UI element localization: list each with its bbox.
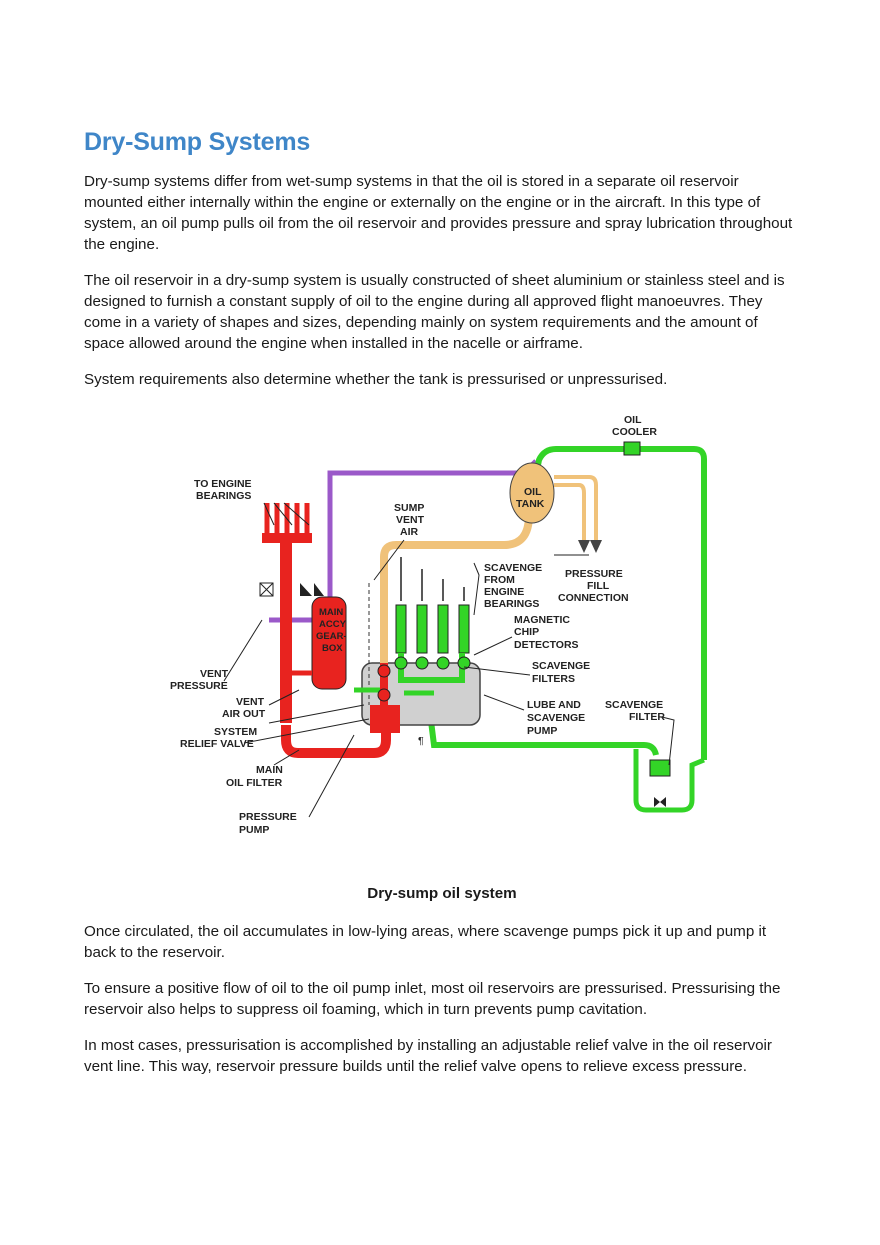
paragraph-1: Dry-sump systems differ from wet-sump sy… [84,173,793,253]
label-scavenge-from: SCAVENGE [484,562,542,574]
paragraph-2: The oil reservoir in a dry-sump system i… [84,272,785,352]
oil-tank [509,462,555,524]
label-pressure-fill: PRESSURE [565,568,623,580]
document-page: Dry-Sump Systems Dry-sump systems differ… [84,128,800,1092]
label-main-accy: MAIN [319,607,343,618]
paragraph-3: System requirements also determine wheth… [84,371,668,388]
paragraph-4: Once circulated, the oil accumulates in … [84,923,767,961]
label-vent-air-out-2: AIR OUT [222,708,266,720]
pump-triangle-icon [300,583,324,596]
label-magnetic-chip: MAGNETIC [514,614,570,626]
oil-cooler [623,441,641,456]
scavenge-filter [649,759,671,777]
label-main-accy-4: BOX [322,643,343,654]
tank-supply-line [380,514,533,705]
label-system-relief: SYSTEM [214,726,257,738]
label-pressure-fill-2: FILL [587,580,610,592]
label-to-engine-bearings-2: BEARINGS [196,490,251,502]
relief-valve-cross [259,582,274,597]
label-scavenge-from-2: FROM [484,574,515,586]
label-pressure-pump: PRESSURE [239,811,297,823]
label-main-oil-filter: MAIN [256,764,283,776]
pressure-fill-pipes [554,475,598,540]
label-pressure-fill-3: CONNECTION [558,592,629,604]
scavenge-arrows [400,557,465,601]
scavenge-connector [354,687,434,696]
scavenge-filter-loop [633,749,705,813]
pressure-fill-caps [578,540,602,553]
label-system-relief-2: RELIEF VALVE [180,738,254,750]
label-scavenge-from-3: ENGINE [484,586,524,598]
label-oil-cooler-2: COOLER [612,426,657,438]
label-oil-cooler: OIL [624,414,642,426]
label-sump-vent-air-2: VENT [396,514,425,526]
label-scavenge-filters-2: FILTERS [532,673,575,685]
paragraph-6: In most cases, pressurisation is accompl… [84,1037,772,1075]
diagram-svg: OIL COOLER TO ENGINE BEARINGS OIL TANK S… [170,414,707,836]
label-vent-pressure: VENT [200,668,229,680]
pressure-system [262,503,400,758]
label-scavenge-from-4: BEARINGS [484,598,539,610]
scavenge-outlet-line [426,704,659,756]
label-oil-tank: OIL [524,486,542,498]
page-title: Dry-Sump Systems [84,128,311,156]
label-to-engine-bearings: TO ENGINE [194,478,252,490]
label-main-accy-2: ACCY [319,619,347,630]
label-lube-pump: LUBE AND [527,699,581,711]
dry-sump-diagram: OIL COOLER TO ENGINE BEARINGS OIL TANK S… [84,405,800,861]
label-scavenge-filters: SCAVENGE [532,660,590,672]
label-sump-vent-air-3: AIR [400,526,419,538]
figure-caption: Dry-sump oil system [367,885,517,902]
label-magnetic-chip-2: CHIP [514,626,539,638]
label-vent-pressure-2: PRESSURE [170,680,228,692]
label-magnetic-chip-3: DETECTORS [514,639,579,651]
pilcrow-mark: ¶ [418,735,424,747]
label-main-accy-3: GEAR- [316,631,347,642]
label-lube-pump-2: SCAVENGE [527,712,585,724]
check-valve-icon [654,797,666,807]
label-vent-air-out: VENT [236,696,265,708]
label-scavenge-filter: SCAVENGE [605,699,663,711]
label-main-oil-filter-2: OIL FILTER [226,777,283,789]
scavenge-pumps [394,604,471,683]
label-sump-vent-air: SUMP [394,502,424,514]
label-scavenge-filter-2: FILTER [629,711,665,723]
label-lube-pump-3: PUMP [527,725,557,737]
leader-lines [223,502,675,818]
label-pressure-pump-2: PUMP [239,824,269,836]
paragraph-5: To ensure a positive flow of oil to the … [84,980,781,1018]
label-oil-tank-2: TANK [516,498,545,510]
